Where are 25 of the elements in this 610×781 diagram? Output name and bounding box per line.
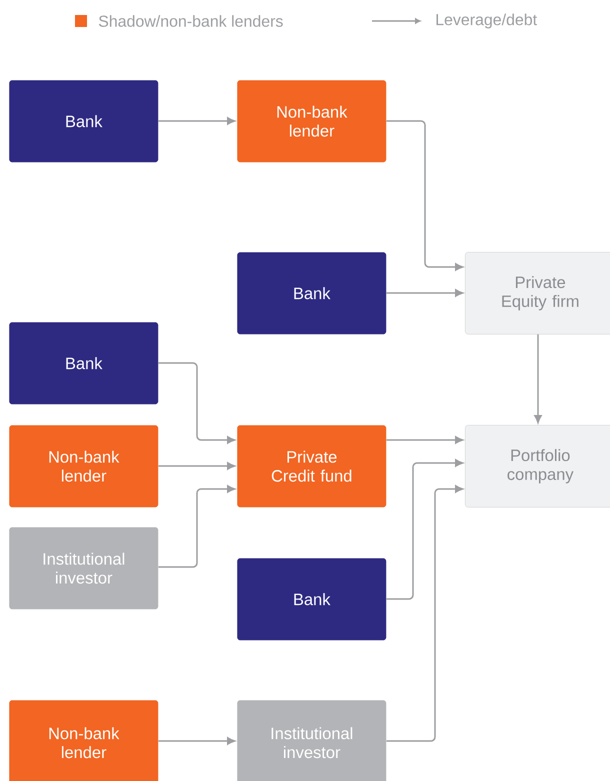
lender-box: Private Credit fund [237,425,386,508]
lender-box: Non-bank lender [237,80,386,162]
investor-box: Institutional investor [9,527,158,610]
entity-box: Private Equity firm [465,252,610,334]
arrow [386,485,464,742]
bank-box: Bank [237,558,386,640]
arrow [534,334,542,424]
arrow [158,485,236,568]
arrow [386,459,464,600]
arrow [158,362,236,444]
investor-box: Institutional investor [237,700,386,781]
lender-box: Non-bank lender [9,425,158,508]
lender-box: Non-bank lender [9,700,158,781]
bank-box: Bank [237,252,386,334]
arrow [158,737,236,745]
arrow [158,117,236,125]
arrow [386,120,464,271]
bank-box: Bank [9,80,158,162]
arrow [386,289,464,297]
arrow [386,436,464,444]
legend-label: Leverage/debt [436,14,537,28]
legend-label: Shadow/non-bank lenders [98,15,283,27]
entity-box: Portfolio company [465,425,610,508]
arrow [158,462,236,470]
bank-box: Bank [9,322,158,404]
